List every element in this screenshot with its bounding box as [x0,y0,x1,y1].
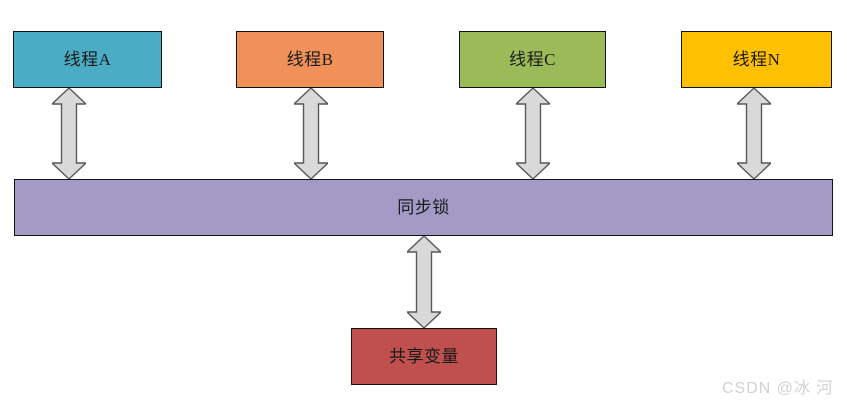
thread-box-a-label: 线程A [63,50,112,69]
thread-box-n: 线程N [681,31,832,88]
double-arrow-thread-a-lock [50,87,88,180]
sync-lock-label: 同步锁 [397,198,450,217]
thread-box-c-label: 线程C [509,50,556,69]
shared-variable-label: 共享变量 [389,347,459,366]
thread-box-n-label: 线程N [732,50,781,69]
shared-variable-box: 共享变量 [351,328,497,385]
thread-box-b-label: 线程B [286,50,334,69]
csdn-watermark: CSDN @冰 河 [722,380,834,397]
double-arrow-lock-shared [405,235,443,329]
thread-box-a: 线程A [13,31,162,88]
thread-box-b: 线程B [236,31,384,88]
double-arrow-thread-c-lock [514,87,552,180]
thread-box-c: 线程C [459,31,606,88]
double-arrow-thread-n-lock [735,87,773,180]
double-arrow-thread-b-lock [292,87,330,180]
sync-lock-bar: 同步锁 [14,179,833,236]
